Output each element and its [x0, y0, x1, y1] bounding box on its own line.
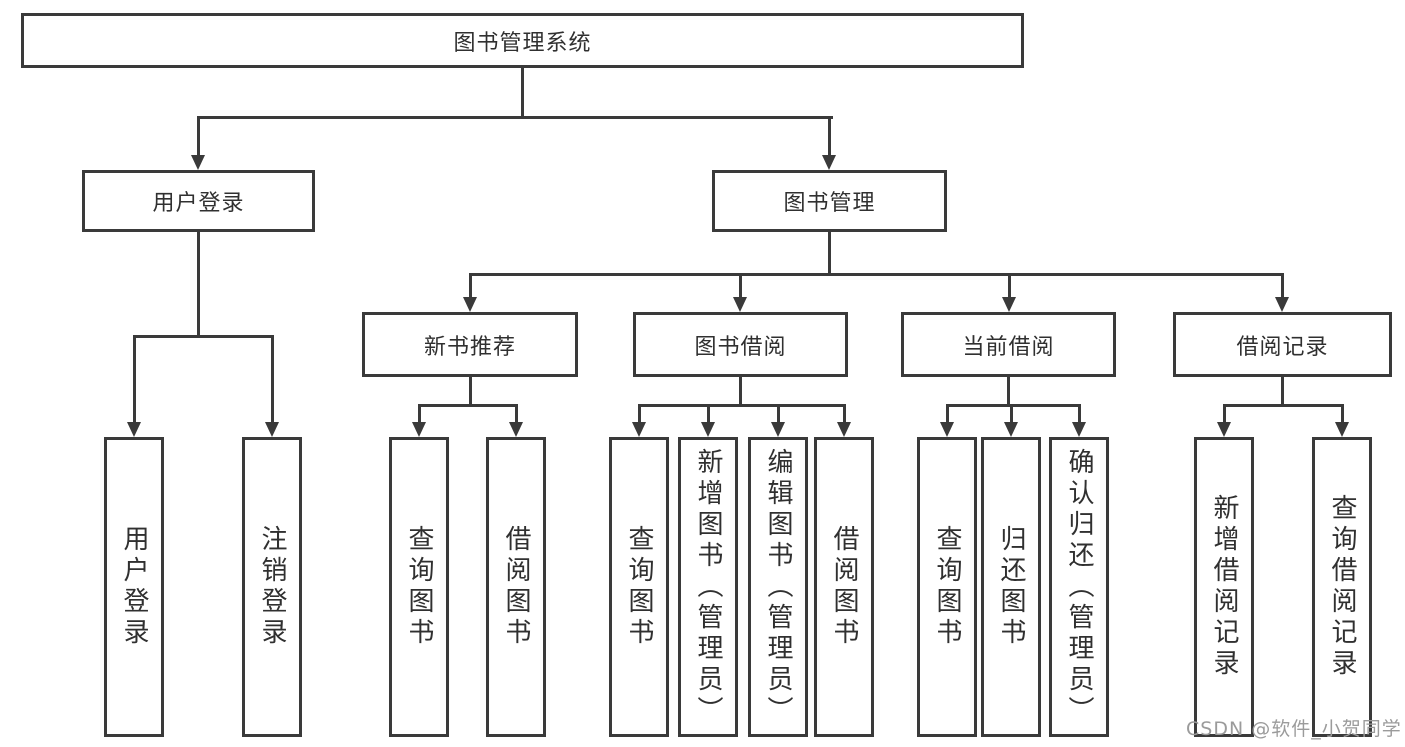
leaf-cb-return-books-label: 归还图书: [996, 525, 1026, 649]
leaf-nb-query-books-label: 查询图书: [404, 525, 434, 649]
arrowhead-user-login: [191, 155, 205, 170]
root-stub-line: [521, 68, 524, 117]
leaf-br-add-record: 新增借阅记录: [1194, 437, 1254, 737]
leaf-cb-query-books-label: 查询图书: [932, 525, 962, 649]
arrow-shaft-user-login: [197, 116, 200, 158]
node-book-management-label: 图书管理: [783, 191, 876, 216]
node-book-borrow: 图书借阅: [633, 312, 848, 377]
book-borrow-branch-line: [638, 404, 846, 407]
book-borrow-stub-line: [739, 377, 742, 407]
node-current-borrow: 当前借阅: [901, 312, 1116, 377]
leaf-user-login: 用户登录: [104, 437, 164, 737]
user-login-branch-line: [133, 335, 274, 338]
arrow-shaft-book-borrow: [739, 273, 742, 299]
arrow-shaft-borrow-records: [1281, 273, 1284, 299]
node-new-book-recommend-label: 新书推荐: [423, 334, 516, 360]
node-borrow-records-label: 借阅记录: [1236, 334, 1329, 360]
leaf-bb-query-books-label: 查询图书: [624, 525, 654, 649]
arrowhead-br-add: [1217, 422, 1231, 437]
node-borrow-records: 借阅记录: [1173, 312, 1392, 377]
arrowhead-br-query: [1335, 422, 1349, 437]
csdn-watermark: CSDN @软件_小贺同学: [1186, 718, 1402, 740]
arrowhead-bb-borrow: [837, 422, 851, 437]
current-borrow-stub-line: [1007, 377, 1010, 407]
arrow-shaft-cb-return: [1010, 404, 1013, 425]
leaf-logout: 注销登录: [242, 437, 302, 737]
leaf-br-query-record-label: 查询借阅记录: [1327, 494, 1357, 680]
leaf-br-add-record-label: 新增借阅记录: [1209, 494, 1239, 680]
leaf-br-query-record: 查询借阅记录: [1312, 437, 1372, 737]
book-mgmt-stub-line: [828, 232, 831, 276]
arrowhead-nb-query: [412, 422, 426, 437]
arrow-shaft-bb-edit: [777, 404, 780, 425]
leaf-bb-query-books: 查询图书: [609, 437, 669, 737]
leaf-bb-borrow-books-label: 借阅图书: [829, 525, 859, 649]
leaf-bb-edit-books-admin: 编辑图书（管理员）: [748, 437, 808, 737]
arrowhead-leaf-logout: [265, 422, 279, 437]
arrow-shaft-br-query: [1341, 404, 1344, 425]
arrowhead-book-borrow: [733, 297, 747, 312]
arrow-shaft-nb-borrow: [515, 404, 518, 425]
node-user-login-label: 用户登录: [152, 191, 245, 216]
arrow-shaft-leaf-logout: [271, 335, 274, 425]
leaf-bb-borrow-books: 借阅图书: [814, 437, 874, 737]
arrow-shaft-cb-query: [946, 404, 949, 425]
arrowhead-borrow-records: [1275, 297, 1289, 312]
new-books-stub-line: [469, 377, 472, 407]
node-new-book-recommend: 新书推荐: [362, 312, 578, 377]
arrowhead-new-books: [463, 297, 477, 312]
arrowhead-leaf-login: [127, 422, 141, 437]
leaf-nb-query-books: 查询图书: [389, 437, 449, 737]
arrowhead-cb-confirm: [1072, 422, 1086, 437]
arrow-shaft-br-add: [1223, 404, 1226, 425]
new-books-branch-line: [418, 404, 518, 407]
arrowhead-current-borrow: [1002, 297, 1016, 312]
arrow-shaft-leaf-login: [133, 335, 136, 425]
arrowhead-bb-query: [632, 422, 646, 437]
arrowhead-book-mgmt: [822, 155, 836, 170]
leaf-cb-confirm-return-admin: 确认归还（管理员）: [1049, 437, 1109, 737]
arrowhead-nb-borrow: [509, 422, 523, 437]
arrowhead-cb-query: [940, 422, 954, 437]
arrowhead-cb-return: [1004, 422, 1018, 437]
arrowhead-bb-edit: [771, 422, 785, 437]
leaf-bb-add-books-admin: 新增图书（管理员）: [678, 437, 738, 737]
node-user-login: 用户登录: [82, 170, 315, 232]
arrow-shaft-current-borrow: [1008, 273, 1011, 299]
arrow-shaft-nb-query: [418, 404, 421, 425]
borrow-records-branch-line: [1223, 404, 1344, 407]
current-borrow-branch-line: [946, 404, 1081, 407]
arrow-shaft-book-mgmt: [828, 116, 831, 158]
user-login-stub-line: [197, 232, 200, 338]
leaf-logout-label: 注销登录: [257, 525, 287, 649]
arrow-shaft-bb-add: [707, 404, 710, 425]
leaf-bb-add-books-admin-label: 新增图书（管理员）: [693, 447, 723, 727]
arrow-shaft-new-books: [469, 273, 472, 299]
arrow-shaft-bb-query: [638, 404, 641, 425]
arrow-shaft-cb-confirm: [1078, 404, 1081, 425]
arrow-shaft-bb-borrow: [843, 404, 846, 425]
leaf-cb-confirm-return-admin-label: 确认归还（管理员）: [1064, 447, 1094, 727]
leaf-nb-borrow-books: 借阅图书: [486, 437, 546, 737]
node-root-label: 图书管理系统: [453, 30, 592, 56]
borrow-records-stub-line: [1281, 377, 1284, 407]
root-branch-line: [197, 116, 833, 119]
leaf-user-login-label: 用户登录: [119, 525, 149, 649]
node-book-management: 图书管理: [712, 170, 947, 232]
arrowhead-bb-add: [701, 422, 715, 437]
node-current-borrow-label: 当前借阅: [962, 334, 1055, 360]
leaf-nb-borrow-books-label: 借阅图书: [501, 525, 531, 649]
node-book-borrow-label: 图书借阅: [694, 334, 787, 360]
leaf-cb-return-books: 归还图书: [981, 437, 1041, 737]
book-mgmt-branch-line: [469, 273, 1284, 276]
leaf-cb-query-books: 查询图书: [917, 437, 977, 737]
node-root-library-system: 图书管理系统: [21, 13, 1024, 68]
leaf-bb-edit-books-admin-label: 编辑图书（管理员）: [763, 447, 793, 727]
